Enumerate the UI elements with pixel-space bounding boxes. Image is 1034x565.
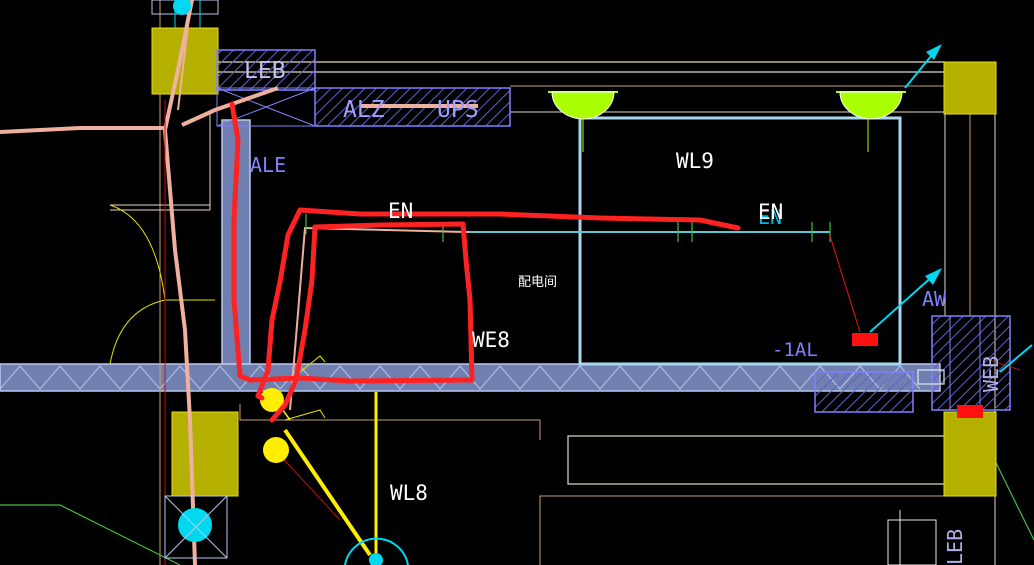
red-wire-4 [982, 357, 1021, 371]
green-line-left [0, 504, 181, 565]
cyan-fixture-box [164, 495, 228, 559]
label-ups: UPS [437, 97, 479, 123]
label-we8: WE8 [472, 328, 510, 352]
arrow-icon-right-edge [999, 344, 1033, 373]
red-wire-3 [274, 449, 341, 521]
small-junction-box[interactable] [917, 369, 945, 385]
label-alz: ALZ [343, 97, 385, 123]
arrow-icon-top-right [904, 44, 942, 89]
cyan-fixture-x2 [164, 495, 228, 559]
fixtures [164, 0, 1033, 565]
columns [151, 0, 997, 497]
wall-zigzag [0, 365, 921, 390]
door-swings [109, 204, 326, 421]
red-marker-1al [852, 333, 878, 346]
cyan-fixture-bottom-center [369, 553, 383, 565]
label-en-right-shadow: EN [758, 205, 782, 229]
pink-cable-to-leb [181, 86, 279, 127]
arrow-icon-aw [869, 268, 942, 333]
yellow-fixture-2 [263, 437, 289, 463]
door-arc-small [284, 355, 326, 421]
lower-left-wall [239, 404, 541, 440]
column-bottom-left [171, 411, 239, 497]
label-web-right: WEB [979, 356, 1003, 392]
cyan-fixture-top [173, 0, 191, 15]
pink-cable-riser [162, 0, 197, 565]
label-room-name: 配电间 [518, 275, 557, 290]
red-wire-1 [829, 235, 861, 333]
door-arc-upper [109, 204, 166, 301]
lamp-right [839, 91, 903, 120]
red-markup-outer[interactable] [229, 101, 475, 423]
label-en-right: EN [758, 200, 783, 224]
leb-panel[interactable] [216, 49, 316, 91]
lamps [548, 91, 906, 152]
red-markup-connector[interactable] [255, 393, 265, 401]
bottom-right-panel[interactable] [814, 371, 914, 413]
cyan-fixture-bottom [344, 537, 409, 565]
label-aw: AW [922, 287, 947, 311]
red-markup-inner[interactable] [255, 207, 741, 399]
column-bottom-right [943, 411, 997, 497]
labels: LEB ALZ UPS ALE WL9 EN EN EN 配电间 WE8 -1A… [244, 58, 1003, 565]
door-arc-lower [109, 299, 166, 365]
label-minus-1al: -1AL [772, 339, 818, 361]
pink-cable-left [0, 126, 165, 134]
lower-room-line [539, 495, 946, 565]
ale-panel-frame[interactable] [216, 87, 316, 127]
label-en-left: EN [388, 199, 413, 223]
column-top-right [943, 61, 997, 115]
label-leb: LEB [244, 58, 286, 84]
red-marker-web [957, 405, 983, 418]
label-leb-bottom: LEB [943, 529, 967, 565]
yellow-wire-diagonal [283, 428, 372, 557]
label-wl9: WL9 [676, 149, 714, 173]
red-markup-annotation[interactable] [229, 101, 741, 423]
cyan-fixture-bottom-left [178, 508, 212, 542]
room-outline-upper-right [578, 116, 902, 366]
yellow-fixture-1 [260, 388, 284, 412]
label-ale: ALE [250, 153, 286, 177]
pink-cable-branch [177, 7, 191, 111]
lower-room-outline [567, 435, 947, 485]
label-wl8: WL8 [390, 481, 428, 505]
outlet-bottom-right [887, 519, 937, 565]
lamp-left [551, 91, 615, 120]
